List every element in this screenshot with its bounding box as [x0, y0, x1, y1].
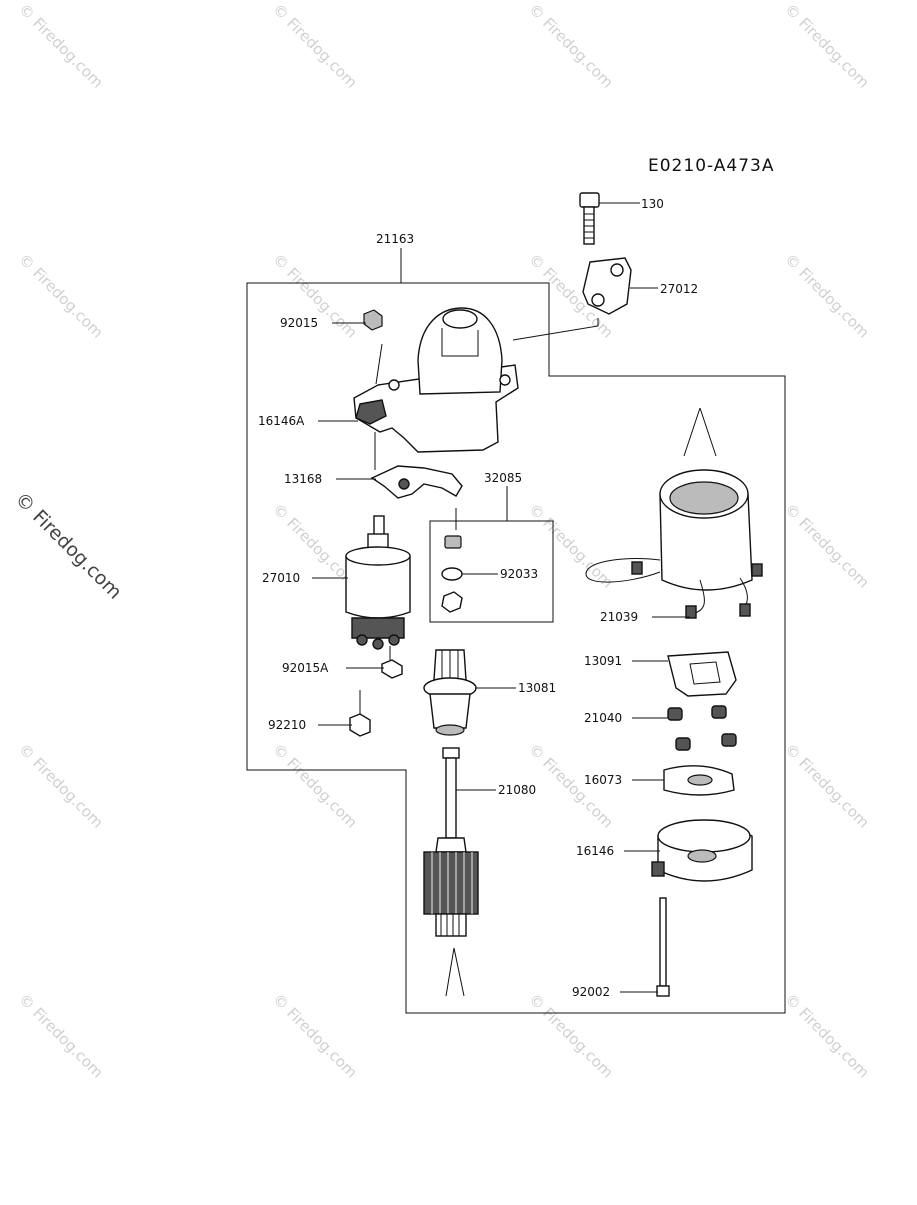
watermark-tile: © Firedog.com [15, 0, 107, 92]
watermark-tile: © Firedog.com [781, 250, 873, 342]
label-92210: 92210 [268, 718, 306, 732]
watermark-tile: © Firedog.com [15, 740, 107, 832]
nut-92210 [349, 713, 371, 737]
watermark-tile: © Firedog.com [269, 0, 361, 92]
label-92002: 92002 [572, 985, 610, 999]
watermark-tile: © Firedog.com [781, 990, 873, 1082]
springs-21040 [667, 705, 737, 751]
diagram-code: E0210-A473A [648, 156, 774, 176]
nut-92015 [363, 309, 383, 331]
washer-32085 [441, 535, 463, 613]
label-13081: 13081 [518, 681, 556, 695]
part-labels: 130 27012 21163 92015 16146A 13168 32085… [258, 197, 698, 999]
leader-27012-to-housing [512, 318, 599, 341]
label-92015A: 92015A [282, 661, 329, 675]
label-21040: 21040 [584, 711, 622, 725]
frame-32085 [429, 520, 554, 623]
label-92015: 92015 [280, 316, 318, 330]
label-13091: 13091 [584, 654, 622, 668]
leader-lines [312, 202, 690, 993]
label-21080: 21080 [498, 783, 536, 797]
label-21163: 21163 [376, 232, 414, 246]
label-16073: 16073 [584, 773, 622, 787]
label-16146: 16146 [576, 844, 614, 858]
through-bolt-92002 [656, 897, 670, 997]
pinion-13081 [423, 649, 477, 736]
label-27012: 27012 [660, 282, 698, 296]
label-13168: 13168 [284, 472, 322, 486]
armature-21080 [423, 747, 479, 997]
watermark-tile: © Firedog.com [525, 0, 617, 92]
bracket-27012 [582, 257, 632, 315]
lever-13168 [370, 465, 463, 499]
assembly-frame-outer [246, 282, 786, 1014]
watermark-tile: © Firedog.com [781, 500, 873, 592]
solenoid-27010 [345, 515, 411, 650]
watermark-tile: © Firedog.com [525, 990, 617, 1082]
watermark-tile: © Firedog.com [15, 990, 107, 1082]
watermark-tile: © Firedog.com [781, 0, 873, 92]
nut-92015A [381, 659, 403, 679]
watermark-tile: © Firedog.com [781, 740, 873, 832]
label-92033: 92033 [500, 567, 538, 581]
label-21039: 21039 [600, 610, 638, 624]
label-16146A: 16146A [258, 414, 305, 428]
watermark-tile: © Firedog.com [269, 740, 361, 832]
watermark-large: © Firedog.com [10, 488, 125, 603]
plate-16073 [663, 765, 735, 796]
brush-holder-13091 [667, 651, 737, 697]
label-27010: 27010 [262, 571, 300, 585]
leader-92015-housing [375, 343, 383, 385]
watermark-tile: © Firedog.com [525, 500, 617, 592]
end-cover-16146 [651, 819, 753, 882]
label-32085: 32085 [484, 471, 522, 485]
watermark-tile: © Firedog.com [269, 990, 361, 1082]
watermark-tile: © Firedog.com [15, 250, 107, 342]
yoke-21039 [585, 407, 763, 619]
bolt-130 [579, 192, 600, 245]
label-130: 130 [641, 197, 664, 211]
housing-16146A [353, 307, 519, 453]
